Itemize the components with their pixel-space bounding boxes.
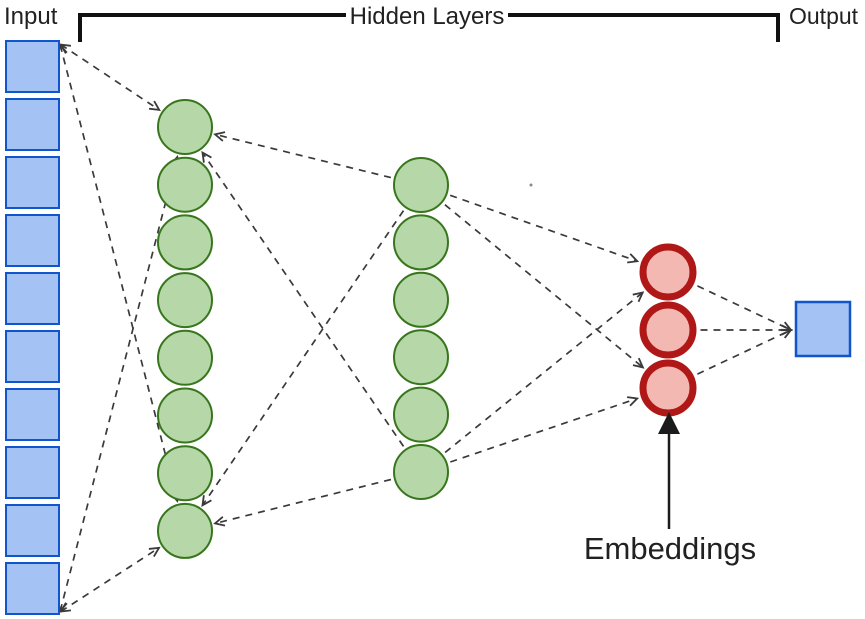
input-node — [5, 446, 60, 499]
embeddings-annotation — [658, 412, 680, 529]
embedding-layer — [639, 243, 697, 417]
output-label: Output — [789, 3, 859, 29]
input-node — [5, 98, 60, 151]
connection-line — [215, 478, 392, 524]
hidden-node — [157, 445, 213, 502]
output-layer — [794, 300, 852, 358]
hidden-node — [157, 156, 213, 213]
input-node — [5, 562, 60, 615]
hidden-node — [157, 502, 213, 559]
input-node — [5, 214, 60, 267]
connection-line — [215, 134, 392, 179]
hidden-layers-label: Hidden Layers — [350, 3, 505, 30]
hidden-node — [157, 272, 213, 329]
connection-line — [449, 194, 637, 261]
input-node — [5, 388, 60, 441]
hidden-node — [157, 214, 213, 271]
embedding-node — [639, 359, 697, 417]
hidden-node — [157, 387, 213, 444]
hidden-node — [393, 329, 449, 386]
connection-line — [203, 210, 405, 506]
connection-line — [60, 45, 177, 501]
input-node — [5, 272, 60, 325]
embeddings-arrowhead-icon — [658, 412, 680, 434]
connection-line — [60, 157, 177, 611]
hidden-node — [157, 329, 213, 386]
input-label: Input — [4, 3, 58, 30]
hidden-node — [393, 271, 449, 328]
input-node — [5, 156, 60, 209]
embeddings-label: Embeddings — [584, 531, 756, 566]
input-node — [5, 330, 60, 383]
connection-line — [444, 204, 643, 368]
connection-line — [697, 285, 791, 330]
output-node — [794, 300, 852, 358]
connection-line — [203, 153, 405, 447]
hidden-layer-1 — [157, 99, 213, 559]
connection-line — [697, 330, 791, 375]
connection-line — [450, 399, 637, 463]
connections-group — [60, 45, 791, 612]
connection-line — [61, 45, 159, 110]
embedding-node — [639, 243, 697, 301]
hidden-node — [157, 99, 213, 155]
stray-mark — [529, 183, 533, 187]
hidden-node — [393, 214, 449, 271]
hidden-layer-2 — [393, 157, 449, 500]
input-layer — [5, 40, 60, 615]
input-node — [5, 504, 60, 557]
hidden-layers-bracket — [78, 13, 780, 42]
connection-line — [61, 548, 159, 612]
input-node — [5, 40, 60, 93]
connection-line — [444, 293, 643, 454]
embedding-node — [639, 301, 697, 359]
hidden-node — [393, 157, 449, 213]
hidden-node — [393, 444, 449, 500]
hidden-node — [393, 386, 449, 443]
